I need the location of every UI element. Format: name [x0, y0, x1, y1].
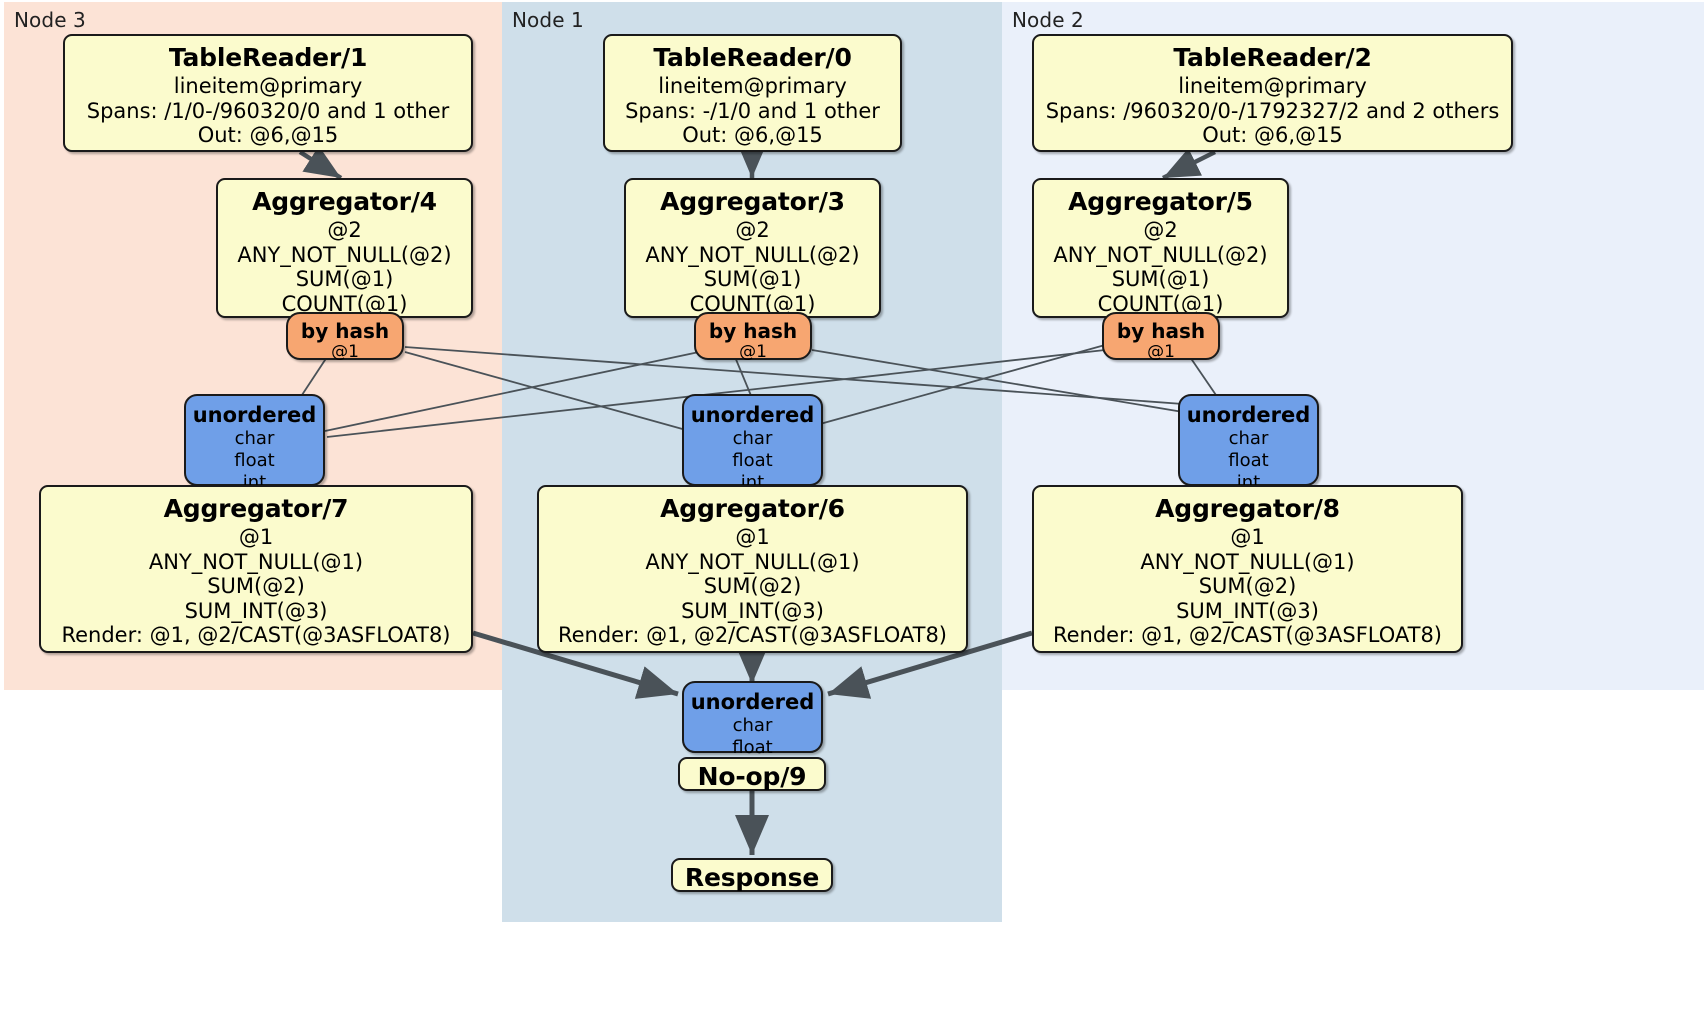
- processor-line: ANY_NOT_NULL(@2): [1053, 242, 1268, 267]
- synchronizer-title: unordered: [690, 403, 815, 427]
- processor-line: lineitem@primary: [658, 74, 847, 98]
- processor-line: Spans: -/1/0 and 1 other: [625, 98, 880, 123]
- processor-title: Aggregator/6: [660, 494, 845, 523]
- synchronizer-line: float: [1228, 450, 1269, 472]
- processor-line: Spans: /960320/0-/1792327/2 and 2 others: [1045, 98, 1500, 123]
- router-line: @1: [739, 342, 767, 362]
- synchronizer-line: char: [732, 428, 773, 450]
- processor-line: SUM(@2): [207, 574, 305, 599]
- synchronizer-line: float: [732, 450, 773, 472]
- processor-line: @2: [327, 218, 362, 242]
- processor-line: COUNT(@1): [689, 291, 816, 316]
- router-by-hash-right[interactable]: by hash @1: [1102, 312, 1220, 362]
- router-line: @1: [1147, 342, 1175, 362]
- processor-line: SUM_INT(@3): [681, 598, 824, 623]
- processor-title: No-op/9: [697, 762, 807, 791]
- router-by-hash-left[interactable]: by hash @1: [286, 312, 404, 362]
- synchronizer-title: unordered: [192, 403, 317, 427]
- processor-line: SUM_INT(@3): [1176, 598, 1319, 623]
- synchronizer-unordered-center[interactable]: unordered char float int: [682, 394, 823, 493]
- router-line: @1: [331, 342, 359, 362]
- router-title: by hash: [300, 319, 390, 343]
- processor-line: @1: [1230, 525, 1265, 549]
- processor-line: Render: @1, @2/CAST(@3ASFLOAT8): [61, 623, 451, 648]
- processor-noop-9[interactable]: No-op/9: [678, 757, 826, 791]
- processor-line: ANY_NOT_NULL(@1): [645, 549, 860, 574]
- processor-line: Render: @1, @2/CAST(@3ASFLOAT8): [1052, 623, 1443, 648]
- processor-title: Aggregator/5: [1068, 187, 1253, 216]
- processor-line: COUNT(@1): [281, 291, 408, 316]
- synchronizer-unordered-right[interactable]: unordered char float int: [1178, 394, 1319, 493]
- processor-tablereader-1[interactable]: TableReader/1 lineitem@primary Spans: /1…: [63, 34, 473, 152]
- processor-line: COUNT(@1): [1097, 291, 1224, 316]
- processor-title: Aggregator/8: [1155, 494, 1340, 523]
- processor-line: ANY_NOT_NULL(@1): [1140, 549, 1355, 574]
- node-region-label: Node 3: [14, 8, 86, 32]
- processor-line: @1: [238, 525, 274, 549]
- processor-aggregator-7[interactable]: Aggregator/7 @1 ANY_NOT_NULL(@1) SUM(@2)…: [39, 485, 473, 653]
- synchronizer-line: char: [1228, 428, 1269, 450]
- processor-title: Aggregator/3: [660, 187, 845, 216]
- processor-line: SUM(@2): [703, 574, 802, 599]
- router-title: by hash: [1116, 319, 1206, 343]
- processor-line: @2: [1143, 218, 1178, 242]
- processor-line: SUM(@1): [703, 267, 802, 292]
- processor-line: SUM_INT(@3): [184, 598, 328, 623]
- processor-title: Aggregator/7: [163, 494, 349, 523]
- synchronizer-title: unordered: [690, 690, 815, 714]
- processor-line: SUM(@1): [295, 267, 394, 292]
- processor-aggregator-3[interactable]: Aggregator/3 @2 ANY_NOT_NULL(@2) SUM(@1)…: [624, 178, 881, 318]
- processor-line: SUM(@2): [1198, 574, 1297, 599]
- processor-line: @1: [735, 525, 770, 549]
- synchronizer-unordered-final[interactable]: unordered char float: [682, 681, 823, 758]
- synchronizer-unordered-left[interactable]: unordered char float int: [184, 394, 325, 493]
- processor-response[interactable]: Response: [671, 858, 833, 892]
- processor-aggregator-6[interactable]: Aggregator/6 @1 ANY_NOT_NULL(@1) SUM(@2)…: [537, 485, 968, 653]
- processor-line: Spans: /1/0-/960320/0 and 1 other: [86, 98, 450, 123]
- router-by-hash-center[interactable]: by hash @1: [694, 312, 812, 362]
- synchronizer-title: unordered: [1186, 403, 1311, 427]
- synchronizer-line: float: [234, 450, 275, 472]
- synchronizer-line: float: [732, 737, 773, 759]
- processor-line: @2: [735, 218, 770, 242]
- processor-title: Aggregator/4: [252, 187, 437, 216]
- processor-tablereader-2[interactable]: TableReader/2 lineitem@primary Spans: /9…: [1032, 34, 1513, 152]
- processor-line: Out: @6,@15: [1202, 123, 1343, 148]
- processor-title: TableReader/2: [1173, 43, 1372, 72]
- processor-line: ANY_NOT_NULL(@2): [237, 242, 452, 267]
- processor-tablereader-0[interactable]: TableReader/0 lineitem@primary Spans: -/…: [603, 34, 902, 152]
- processor-title: TableReader/0: [653, 43, 852, 72]
- processor-title: TableReader/1: [168, 43, 368, 72]
- processor-line: lineitem@primary: [1178, 74, 1367, 98]
- processor-line: Out: @6,@15: [682, 123, 823, 148]
- processor-aggregator-5[interactable]: Aggregator/5 @2 ANY_NOT_NULL(@2) SUM(@1)…: [1032, 178, 1289, 318]
- node-region-label: Node 2: [1012, 8, 1084, 32]
- processor-title: Response: [684, 863, 820, 892]
- router-title: by hash: [708, 319, 798, 343]
- processor-aggregator-8[interactable]: Aggregator/8 @1 ANY_NOT_NULL(@1) SUM(@2)…: [1032, 485, 1463, 653]
- processor-line: Out: @6,@15: [197, 123, 339, 148]
- processor-line: ANY_NOT_NULL(@1): [148, 549, 364, 574]
- processor-line: SUM(@1): [1111, 267, 1210, 292]
- processor-aggregator-4[interactable]: Aggregator/4 @2 ANY_NOT_NULL(@2) SUM(@1)…: [216, 178, 473, 318]
- processor-line: ANY_NOT_NULL(@2): [645, 242, 860, 267]
- node-region-label: Node 1: [512, 8, 584, 32]
- synchronizer-line: char: [234, 428, 275, 450]
- processor-line: lineitem@primary: [173, 74, 363, 98]
- processor-line: Render: @1, @2/CAST(@3ASFLOAT8): [557, 623, 948, 648]
- synchronizer-line: char: [732, 715, 773, 737]
